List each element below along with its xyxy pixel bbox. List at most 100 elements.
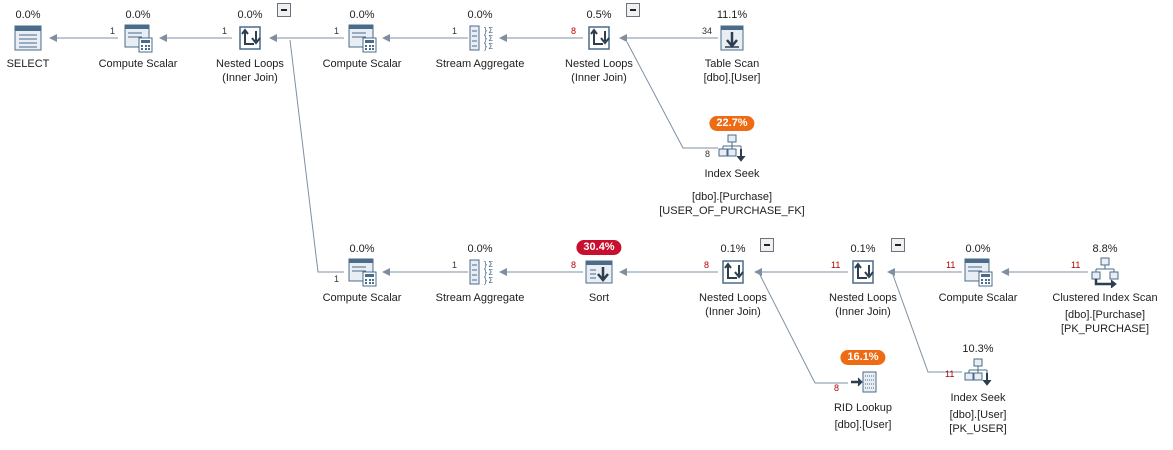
compute-scalar-icon <box>964 258 993 287</box>
wire-is1-nl2 <box>626 41 718 149</box>
collapse-toggle[interactable] <box>277 3 291 17</box>
op-title: Nested Loops <box>829 292 897 304</box>
op-title: RID Lookup <box>833 402 893 414</box>
nested-loops-icon <box>722 260 744 284</box>
cost-label: 0.0% <box>15 9 41 21</box>
rid-lookup-icon <box>851 371 877 393</box>
cost-label: 0.0% <box>237 9 263 21</box>
row-count: 34 <box>702 26 713 36</box>
index-seek-icon <box>964 358 992 386</box>
cost-label: 0.5% <box>586 9 612 21</box>
svg-text:}Σ: }Σ <box>483 260 493 269</box>
op-name: SELECT <box>6 58 50 70</box>
cost-badge: 22.7% <box>709 116 755 131</box>
op-name: Stream Aggregate <box>435 292 525 304</box>
op-object: [dbo].[User] <box>703 72 761 84</box>
row-count: 11 <box>945 369 955 379</box>
op-title: Clustered Index Scan <box>1052 292 1158 304</box>
cost-label: 0.0% <box>125 9 151 21</box>
op-subtitle: (Inner Join) <box>835 306 891 318</box>
op-name: Nested Loops (Inner Join) <box>170 57 330 85</box>
cost-badge: 30.4% <box>576 240 622 255</box>
spacer <box>652 181 812 190</box>
table-scan-icon <box>720 25 744 51</box>
op-subtitle: (Inner Join) <box>571 72 627 84</box>
svg-text:}Σ: }Σ <box>483 42 493 51</box>
op-index: [USER_OF_PURCHASE_FK] <box>659 205 805 217</box>
row-count: 1 <box>452 26 458 36</box>
op-name: Index Seek [dbo].[Purchase] [USER_OF_PUR… <box>652 167 812 218</box>
collapse-toggle[interactable] <box>760 238 774 252</box>
op-name: Nested Loops (Inner Join) <box>653 291 813 319</box>
row-count: 1 <box>334 274 340 284</box>
op-title: Table Scan <box>704 58 760 70</box>
wire-rid-nl3 <box>759 274 848 384</box>
cost-label: 0.0% <box>965 243 991 255</box>
op-subtitle: (Inner Join) <box>705 306 761 318</box>
op-name: Compute Scalar <box>322 292 402 304</box>
row-count: 8 <box>571 26 577 36</box>
cost-label: 0.0% <box>467 9 493 21</box>
collapse-toggle[interactable] <box>891 238 905 252</box>
op-name: Compute Scalar <box>98 58 178 70</box>
op-object: [dbo].[User] <box>949 409 1007 421</box>
op-subtitle: (Inner Join) <box>222 72 278 84</box>
cost-label: 11.1% <box>716 9 748 21</box>
wire-is2-nl4 <box>892 274 962 373</box>
op-name: Nested Loops (Inner Join) <box>783 291 943 319</box>
op-name: RID Lookup [dbo].[User] <box>783 401 943 432</box>
row-count: 8 <box>704 260 710 270</box>
svg-text:}Σ: }Σ <box>483 26 493 35</box>
row-count: 1 <box>334 26 340 36</box>
svg-text:}Σ: }Σ <box>483 268 493 277</box>
op-title: Nested Loops <box>699 292 767 304</box>
row-count: 1 <box>452 260 458 270</box>
select-icon <box>14 25 42 51</box>
op-object: [dbo].[User] <box>834 419 892 431</box>
stream-aggregate-icon: }Σ }Σ }Σ <box>469 25 493 51</box>
op-title: Nested Loops <box>216 58 284 70</box>
row-count: 11 <box>1071 260 1081 270</box>
row-count: 1 <box>110 26 116 36</box>
op-name: Stream Aggregate <box>435 58 525 70</box>
op-name: Compute Scalar <box>938 292 1018 304</box>
cost-label: 10.3% <box>962 343 994 355</box>
row-count: 8 <box>571 260 577 270</box>
op-name: Clustered Index Scan [dbo].[Purchase] [P… <box>1025 291 1173 336</box>
svg-text:}Σ: }Σ <box>483 34 493 43</box>
collapse-toggle[interactable] <box>626 3 640 17</box>
row-count: 8 <box>705 149 711 159</box>
row-count: 1 <box>222 26 228 36</box>
cost-label: 0.1% <box>850 243 876 255</box>
op-object: [dbo].[Purchase] <box>691 191 773 203</box>
op-object: [dbo].[Purchase] <box>1064 309 1146 321</box>
nested-loops-icon <box>852 260 874 284</box>
op-name: Sort <box>588 292 610 304</box>
nested-loops-icon <box>588 26 610 50</box>
cost-label: 8.8% <box>1092 243 1118 255</box>
op-name: Compute Scalar <box>322 58 402 70</box>
cost-label: 0.0% <box>349 243 375 255</box>
row-count: 8 <box>834 383 840 393</box>
op-title: Index Seek <box>704 168 760 180</box>
cost-label: 0.1% <box>720 243 746 255</box>
index-seek-icon <box>718 134 746 162</box>
op-index: [PK_USER] <box>949 423 1007 435</box>
op-name: Nested Loops (Inner Join) <box>519 57 679 85</box>
stream-aggregate-icon: }Σ }Σ }Σ <box>469 259 493 285</box>
cost-label: 0.0% <box>467 243 493 255</box>
cost-badge: 16.1% <box>840 350 886 365</box>
row-count: 11 <box>831 260 841 270</box>
op-name: Table Scan [dbo].[User] <box>652 57 812 85</box>
cost-label: 0.0% <box>349 9 375 21</box>
op-name: Index Seek [dbo].[User] [PK_USER] <box>898 391 1058 436</box>
svg-text:}Σ: }Σ <box>483 276 493 285</box>
op-title: Nested Loops <box>565 58 633 70</box>
compute-scalar-icon <box>348 24 377 53</box>
compute-scalar-icon <box>124 24 153 53</box>
nested-loops-icon <box>239 26 261 50</box>
op-index: [PK_PURCHASE] <box>1060 323 1150 335</box>
compute-scalar-icon <box>348 258 377 287</box>
